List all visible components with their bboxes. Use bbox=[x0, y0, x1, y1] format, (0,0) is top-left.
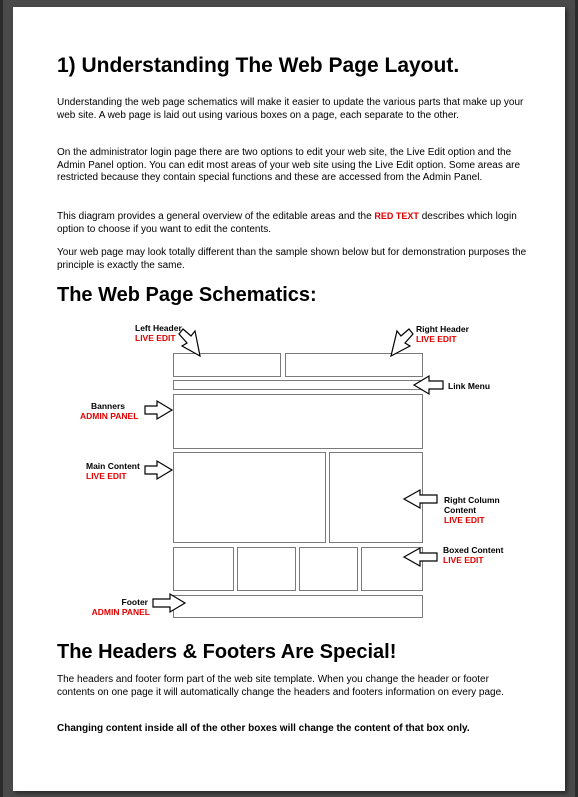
special-heading: The Headers & Footers Are Special! bbox=[57, 641, 397, 663]
login-options-paragraph: On the administrator login page there ar… bbox=[57, 147, 521, 183]
intro-paragraph: Understanding the web page schematics wi… bbox=[57, 97, 524, 121]
special-paragraph: The headers and footer form part of the … bbox=[57, 674, 504, 698]
schematics-heading: The Web Page Schematics: bbox=[57, 284, 317, 306]
page-heading: 1) Understanding The Web Page Layout. bbox=[57, 54, 460, 77]
diagram-description-paragraph: This diagram provides a general overview… bbox=[57, 210, 527, 236]
viewer-right-edge bbox=[575, 0, 578, 797]
viewer-left-edge bbox=[0, 0, 3, 797]
p3-text-a: This diagram provides a general overview… bbox=[57, 211, 375, 222]
disclaimer-paragraph: Your web page may look totally different… bbox=[57, 247, 527, 271]
red-text-label: RED TEXT bbox=[374, 211, 419, 221]
p3-text-b: describes which login option to choose i… bbox=[57, 211, 517, 235]
special-bold-note: Changing content inside all of the other… bbox=[57, 723, 470, 734]
